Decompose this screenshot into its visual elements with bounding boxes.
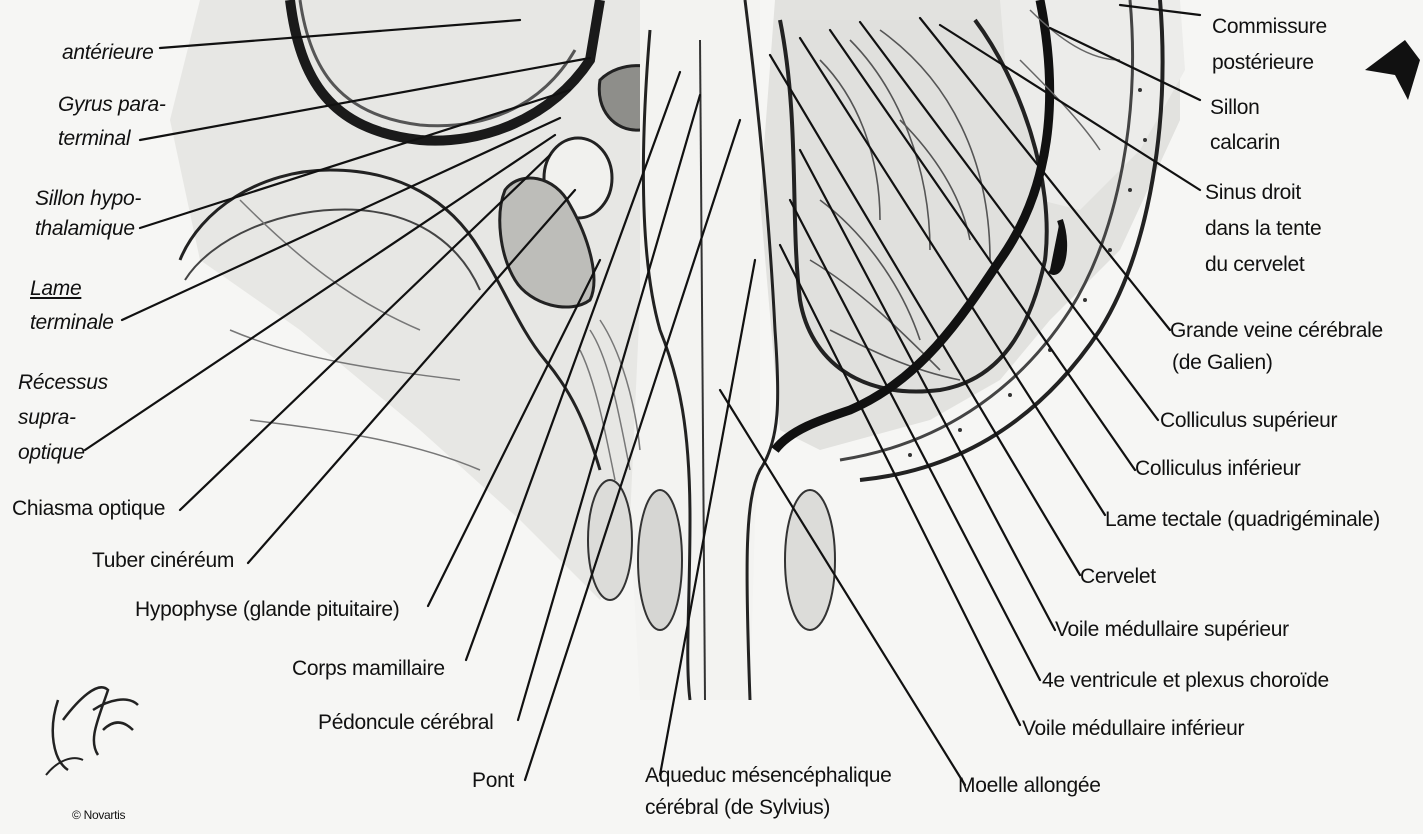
cerebellum-outline (780, 20, 1047, 392)
label-pont: Pont (472, 768, 514, 793)
label-lame-terminale-2: terminale (30, 310, 114, 335)
label-commissure-posterieure-1: Commissure (1212, 14, 1327, 39)
label-sinus-droit-3: du cervelet (1205, 252, 1304, 277)
label-sinus-droit-1: Sinus droit (1205, 180, 1301, 205)
label-sinus-droit-2: dans la tente (1205, 216, 1321, 241)
clivus-body-1 (588, 480, 632, 600)
label-tuber-cinereum: Tuber cinéréum (92, 548, 234, 573)
label-recessus-1: Récessus (18, 370, 108, 395)
label-lame-terminale-1: Lame (30, 276, 81, 301)
novartis-credit: © Novartis (72, 808, 125, 822)
label-hypophyse: Hypophyse (glande pituitaire) (135, 597, 399, 622)
label-commissure-anterieure: antérieure (62, 40, 154, 65)
label-aqueduc-2: cérébral (de Sylvius) (645, 795, 830, 820)
vertebra-body (785, 490, 835, 630)
label-colliculus-inferieur: Colliculus inférieur (1135, 456, 1301, 481)
label-moelle-allongee: Moelle allongée (958, 773, 1101, 798)
corner-arrow-icon (1365, 40, 1420, 100)
label-gyrus-paraterminal-1: Gyrus para- (58, 92, 166, 117)
label-sillon-hypothalamique-1: Sillon hypo- (35, 186, 141, 211)
label-4e-ventricule: 4e ventricule et plexus choroïde (1042, 668, 1329, 693)
label-grande-veine-1: Grande veine cérébrale (1170, 318, 1383, 343)
label-commissure-posterieure-2: postérieure (1212, 50, 1314, 75)
label-sillon-hypothalamique-2: thalamique (35, 216, 135, 241)
label-aqueduc-1: Aqueduc mésencéphalique (645, 763, 891, 788)
label-grande-veine-2: (de Galien) (1172, 350, 1273, 375)
label-recessus-3: optique (18, 440, 85, 465)
clivus-body-2 (638, 490, 682, 630)
label-colliculus-superieur: Colliculus supérieur (1160, 408, 1337, 433)
label-voile-medullaire-superieur: Voile médullaire supérieur (1055, 617, 1289, 642)
label-sillon-calcarin-2: calcarin (1210, 130, 1280, 155)
artist-signature (38, 660, 148, 790)
label-cervelet: Cervelet (1080, 564, 1156, 589)
label-sillon-calcarin-1: Sillon (1210, 95, 1260, 120)
label-chiasma-optique: Chiasma optique (12, 496, 165, 521)
label-gyrus-paraterminal-2: terminal (58, 126, 130, 151)
label-corps-mamillaire: Corps mamillaire (292, 656, 445, 681)
label-pedoncule-cerebral: Pédoncule cérébral (318, 710, 494, 735)
label-recessus-2: supra- (18, 405, 76, 430)
label-voile-medullaire-inferieur: Voile médullaire inférieur (1022, 716, 1244, 741)
label-lame-tectale: Lame tectale (quadrigéminale) (1105, 507, 1380, 532)
